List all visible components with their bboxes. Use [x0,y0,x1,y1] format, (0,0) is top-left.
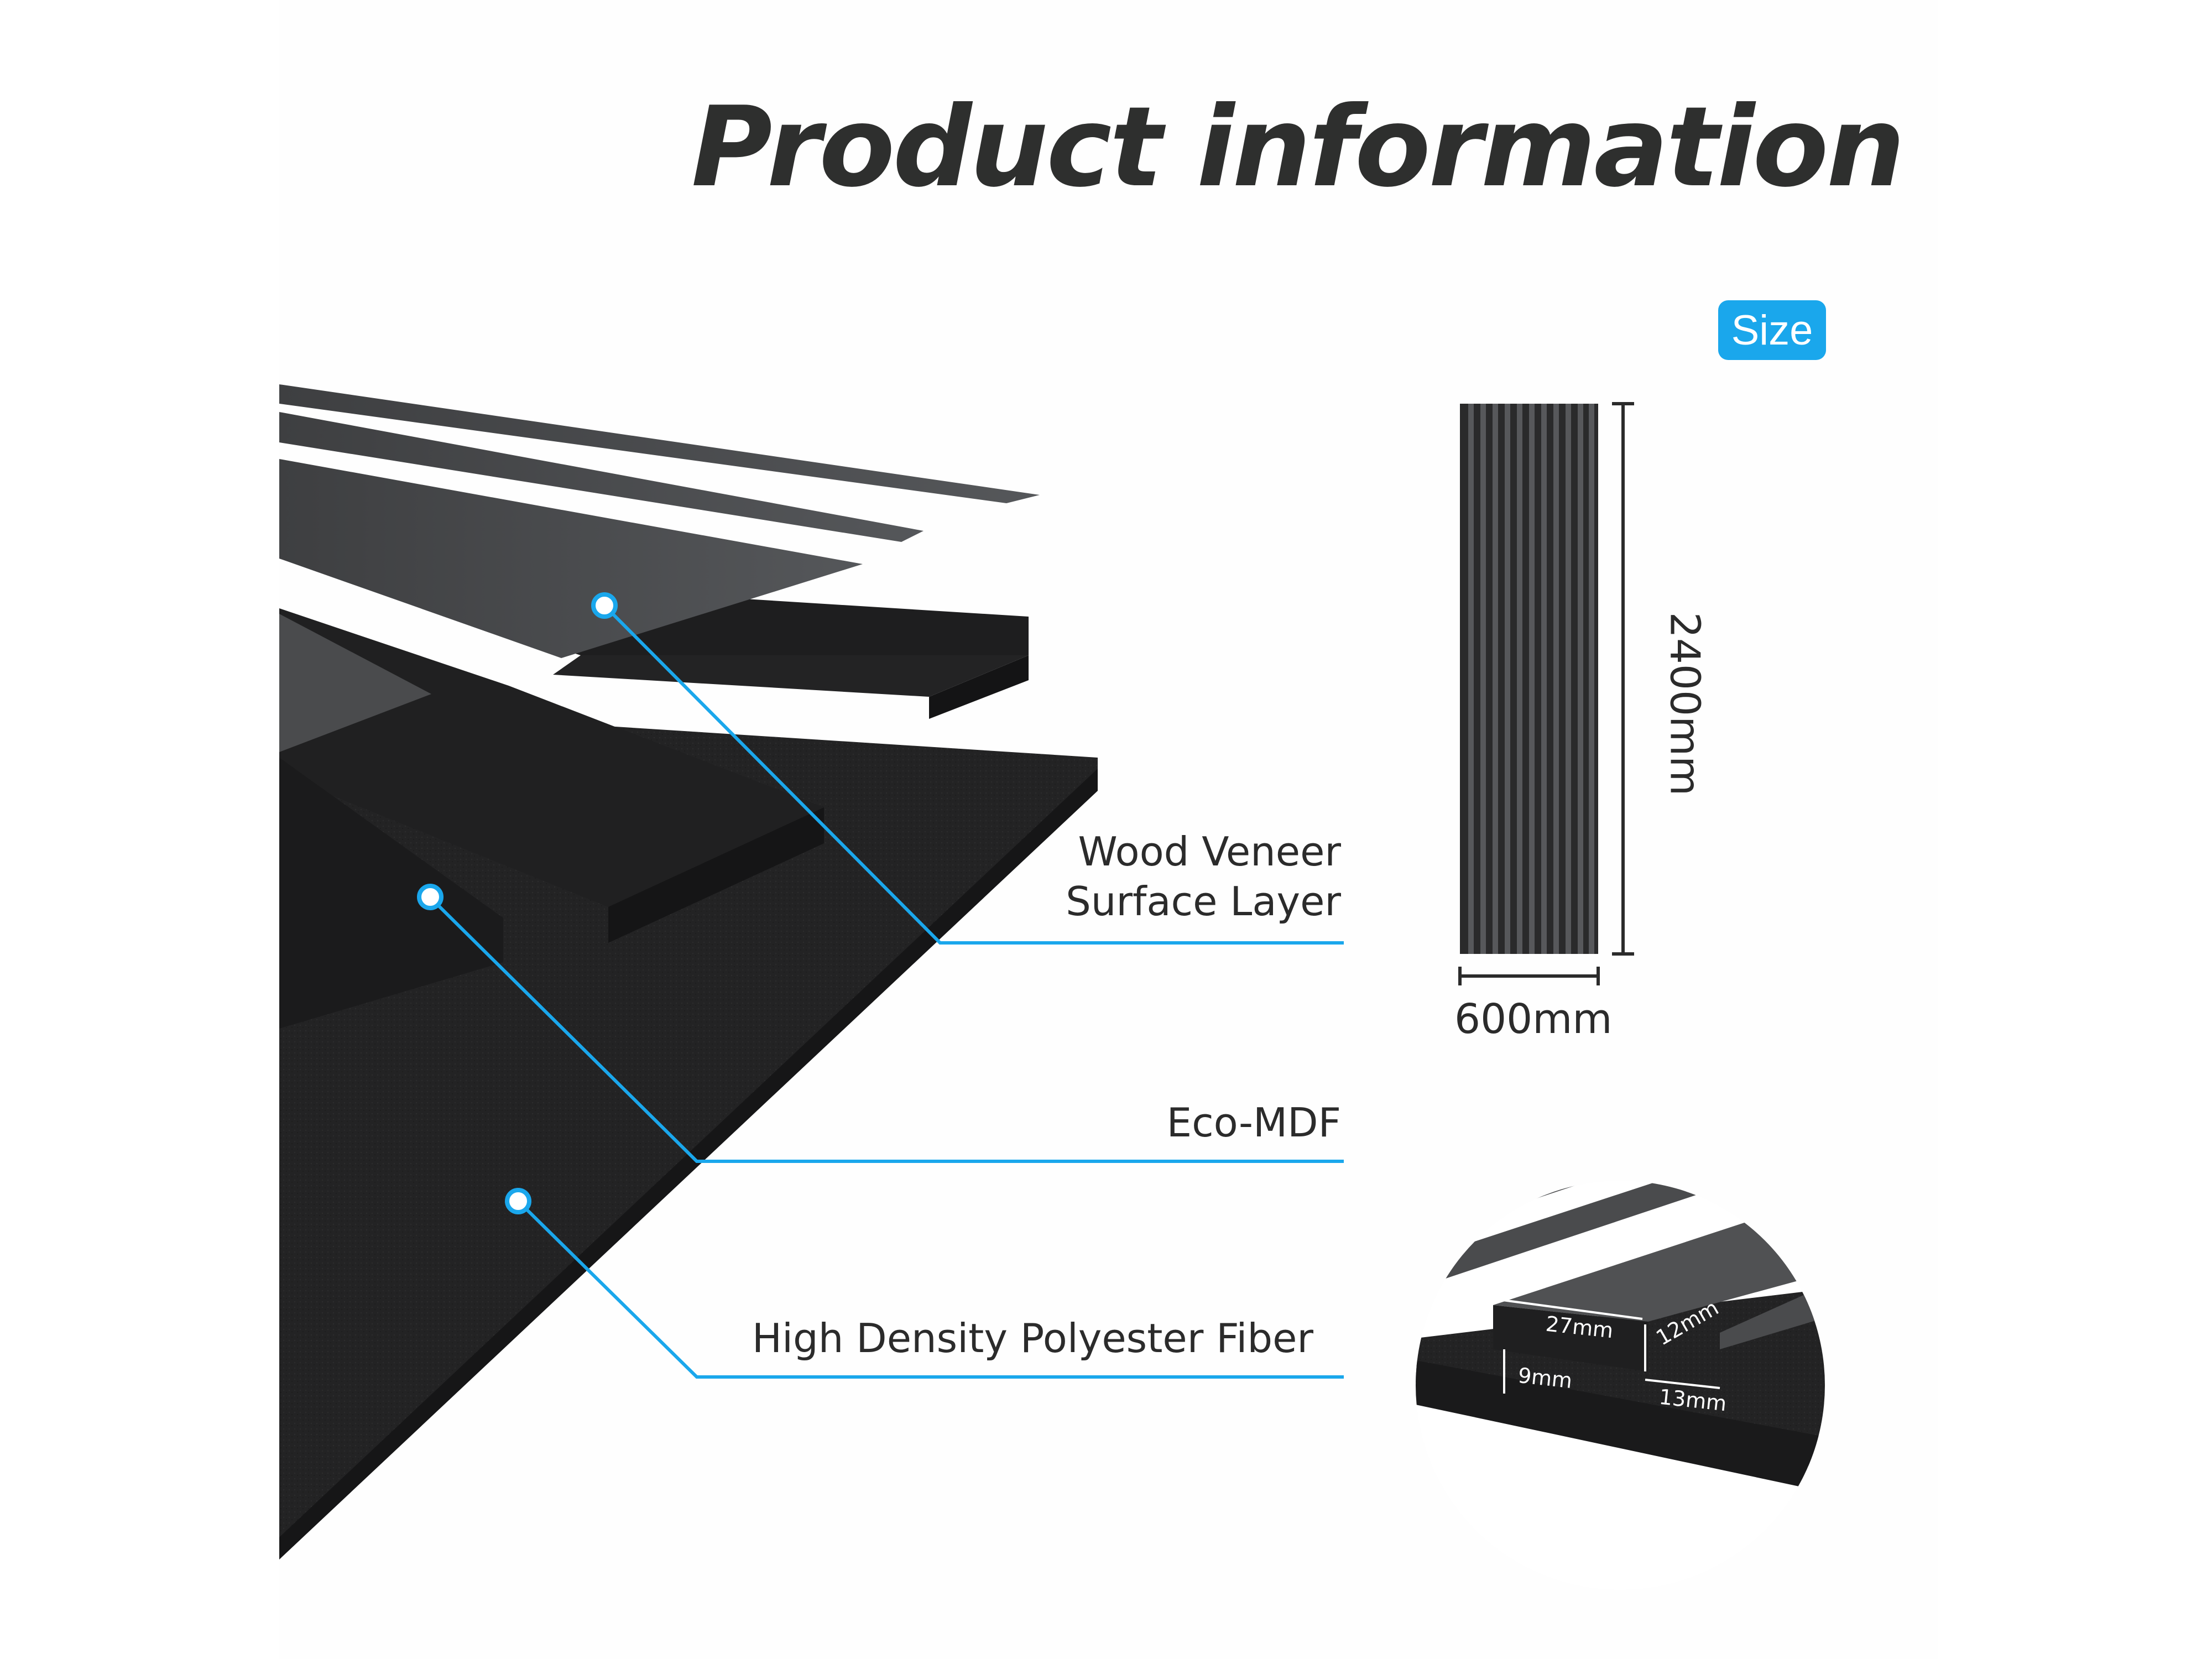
mdf-block-large-side [608,807,824,943]
detail-slat-3 [1493,1194,1825,1322]
page-title: Product information [691,83,1905,212]
veneer-strip-top [279,384,1040,503]
veneer-strip-main [279,459,863,658]
callout-line-surface [603,604,1344,945]
detail-slat-4 [1720,1283,1825,1349]
dimension-width: 600mm [1454,995,1613,1043]
size-badge: Size [1718,300,1826,360]
mdf-block-left [279,758,503,1029]
detail-slat-2 [1416,1181,1825,1288]
base-edge [279,769,1098,1559]
label-surface-line1: Wood Veneer [1078,828,1341,875]
callout-line-base [515,1198,1344,1379]
callout-line-core [427,894,1344,1163]
callout-dot-surface [591,592,618,619]
detail-slat-3-side [1493,1305,1648,1371]
callouts [427,604,1344,1379]
size-diagram [1458,402,1634,985]
label-surface-layer: Wood Veneer Surface Layer [1066,827,1341,926]
dimension-lines [1458,402,1634,985]
label-core-layer: Eco-MDF [1166,1099,1341,1146]
layer-stack [279,384,1098,1559]
mdf-upper-face [553,655,1029,697]
mdf-upper-side [929,655,1029,719]
panel-slats [1468,404,1594,954]
callout-dot-base [505,1188,531,1214]
callout-dots [417,592,618,1214]
veneer-strip-middle [279,412,924,542]
label-base-layer: High Density Polyester Fiber [752,1315,1313,1361]
dimension-height: 2400mm [1661,612,1709,796]
veneer-strip-lower [279,614,431,752]
mdf-block-large [279,608,824,907]
label-surface-line2: Surface Layer [1066,878,1341,925]
detail-circle [1416,1181,1825,1590]
callout-dot-core [417,884,444,910]
detail-base-front [1416,1360,1825,1493]
